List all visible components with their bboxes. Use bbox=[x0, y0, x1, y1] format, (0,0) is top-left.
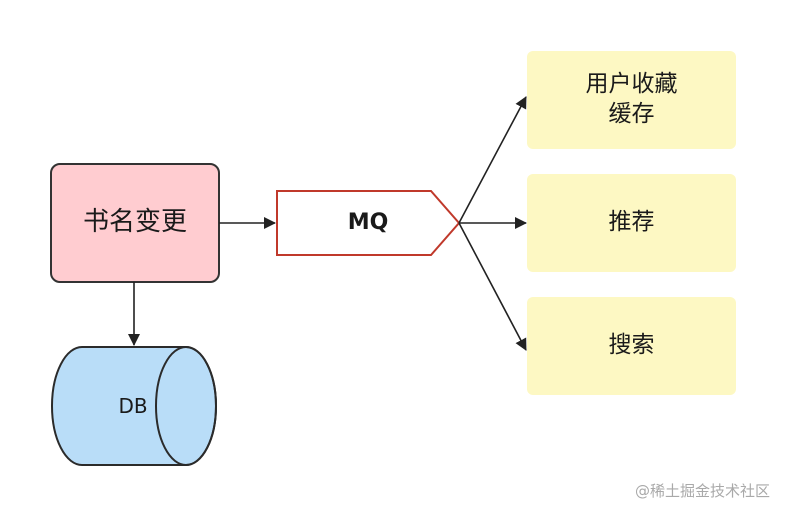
target-label-favorites-cache: 用户收藏 缓存 bbox=[585, 71, 678, 127]
mq-node-shape[interactable] bbox=[276, 190, 461, 256]
target-label-recommend: 推荐 bbox=[608, 209, 655, 236]
edge-mq-to-search bbox=[458, 222, 527, 351]
target-node-box-favorites-cache[interactable] bbox=[527, 51, 736, 149]
db-cylinder[interactable] bbox=[51, 346, 217, 466]
watermark-text: @稀土掘金技术社区 bbox=[634, 482, 770, 500]
mq-node-label: MQ bbox=[347, 209, 389, 235]
edge-mq-to-favorites-cache bbox=[458, 96, 527, 224]
target-label-search: 搜索 bbox=[608, 332, 655, 359]
target-node-box-search[interactable] bbox=[527, 297, 736, 395]
source-node-label: 书名变更 bbox=[82, 207, 187, 238]
target-node-box-recommend[interactable] bbox=[527, 174, 736, 272]
db-node-label: DB bbox=[118, 394, 148, 418]
